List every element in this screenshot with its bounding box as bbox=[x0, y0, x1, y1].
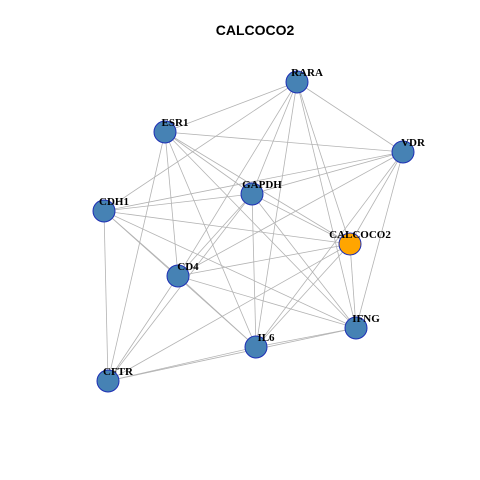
edge-vdr-cdh1 bbox=[103, 151, 404, 212]
edge-rara-il6 bbox=[255, 81, 298, 348]
node-label-ifng: IFNG bbox=[352, 313, 380, 325]
edge-esr1-vdr bbox=[164, 131, 404, 153]
edge-calcoco2-cd4 bbox=[177, 243, 351, 277]
node-label-esr1: ESR1 bbox=[162, 117, 189, 129]
edge-rara-cd4 bbox=[177, 81, 298, 277]
edge-il6-cftr bbox=[107, 346, 257, 382]
node-rara[interactable] bbox=[285, 70, 309, 94]
node-vdr[interactable] bbox=[391, 140, 415, 164]
edge-cd4-il6 bbox=[177, 275, 257, 348]
edge-rara-cdh1 bbox=[103, 81, 298, 212]
node-cd4[interactable] bbox=[166, 264, 190, 288]
edge-layer bbox=[103, 81, 404, 382]
edge-rara-ifng bbox=[296, 81, 357, 329]
graph-title: CALCOCO2 bbox=[216, 22, 295, 38]
edge-rara-gapdh bbox=[251, 81, 298, 195]
edge-esr1-cftr bbox=[107, 131, 166, 382]
node-ifng[interactable] bbox=[344, 316, 368, 340]
node-label-calcoco2: CALCOCO2 bbox=[329, 229, 391, 241]
edge-esr1-gapdh bbox=[164, 131, 253, 195]
edge-gapdh-cd4 bbox=[177, 193, 253, 277]
node-label-il6: IL6 bbox=[257, 332, 275, 344]
edge-gapdh-cdh1 bbox=[103, 193, 253, 212]
node-layer bbox=[92, 70, 415, 393]
edge-rara-calcoco2 bbox=[296, 81, 351, 245]
node-calcoco2[interactable] bbox=[338, 232, 362, 256]
node-label-gapdh: GAPDH bbox=[242, 179, 282, 191]
edge-esr1-ifng bbox=[164, 131, 357, 329]
edge-cd4-ifng bbox=[177, 275, 357, 329]
node-label-vdr: VDR bbox=[401, 137, 426, 149]
edge-cdh1-cftr bbox=[103, 210, 109, 382]
edge-rara-vdr bbox=[296, 81, 404, 153]
node-label-cd4: CD4 bbox=[177, 261, 199, 273]
edge-calcoco2-ifng bbox=[349, 243, 357, 329]
edge-esr1-cd4 bbox=[164, 131, 179, 277]
edge-gapdh-cftr bbox=[107, 193, 253, 382]
edge-gapdh-calcoco2 bbox=[251, 193, 351, 245]
edge-gapdh-il6 bbox=[251, 193, 257, 348]
edge-cdh1-ifng bbox=[103, 210, 357, 329]
edge-vdr-calcoco2 bbox=[349, 151, 404, 245]
node-label-cftr: CFTR bbox=[103, 366, 134, 378]
edge-calcoco2-cftr bbox=[107, 243, 351, 382]
edge-cdh1-calcoco2 bbox=[103, 210, 351, 245]
node-label-cdh1: CDH1 bbox=[99, 196, 129, 208]
node-label-rara: RARA bbox=[291, 67, 323, 79]
node-cftr[interactable] bbox=[96, 369, 120, 393]
node-cdh1[interactable] bbox=[92, 199, 116, 223]
edge-ifng-cftr bbox=[107, 327, 357, 382]
edge-calcoco2-il6 bbox=[255, 243, 351, 348]
node-il6[interactable] bbox=[244, 335, 268, 359]
edge-gapdh-ifng bbox=[251, 193, 357, 329]
edge-vdr-il6 bbox=[255, 151, 404, 348]
edge-vdr-gapdh bbox=[251, 151, 404, 195]
edge-vdr-ifng bbox=[355, 151, 404, 329]
node-gapdh[interactable] bbox=[240, 182, 264, 206]
node-esr1[interactable] bbox=[153, 120, 177, 144]
edge-cd4-cftr bbox=[107, 275, 179, 382]
edge-rara-esr1 bbox=[164, 81, 298, 133]
